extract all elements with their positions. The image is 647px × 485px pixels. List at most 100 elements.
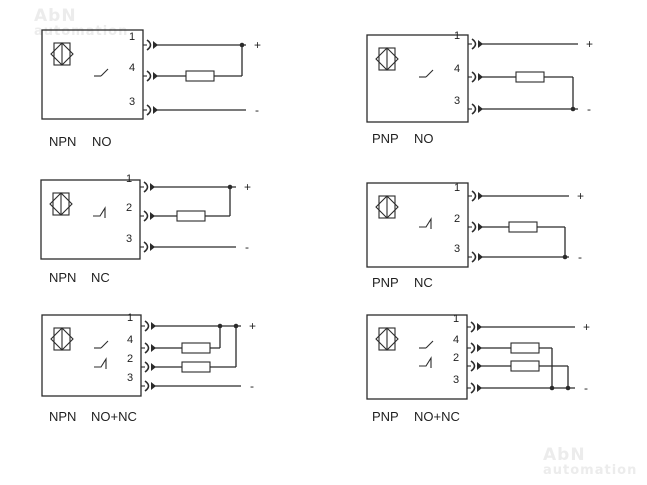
connector-cup-icon xyxy=(471,190,477,202)
nc-contact-icon xyxy=(93,206,106,218)
no-contact-blade xyxy=(100,68,109,77)
connector-cup-icon xyxy=(471,38,477,50)
connector-cup-icon xyxy=(470,382,476,394)
negative-terminal: - xyxy=(245,240,249,254)
connector-cup-icon xyxy=(470,360,476,372)
contact-type-label: NC xyxy=(414,275,433,290)
connector-cup-icon xyxy=(143,241,149,253)
load-resistor xyxy=(510,342,540,354)
nc-contact-icon xyxy=(419,217,432,229)
connector-cup-icon xyxy=(144,361,150,373)
junction-dot xyxy=(227,184,233,190)
positive-terminal: + xyxy=(583,320,590,334)
positive-terminal: + xyxy=(586,37,593,51)
connector-cup-icon xyxy=(146,70,152,82)
connector-cup-icon xyxy=(470,321,476,333)
nc-contact-icon xyxy=(94,357,107,369)
watermark-subtitle: automation xyxy=(543,463,638,478)
pin-number: 4 xyxy=(453,334,459,346)
load-resistor xyxy=(510,360,540,372)
output-type-label: NPN xyxy=(49,270,76,285)
negative-terminal: - xyxy=(255,103,259,117)
resistor-gap xyxy=(511,343,539,353)
no-contact-blade xyxy=(100,340,109,349)
pin-number: 2 xyxy=(454,213,460,225)
junction-dot xyxy=(565,385,571,391)
pin-number: 2 xyxy=(126,202,132,214)
pin-number: 2 xyxy=(127,353,133,365)
connector-cup-icon xyxy=(146,104,152,116)
pin-number: 3 xyxy=(453,374,459,386)
connector-cup-icon xyxy=(146,39,152,51)
positive-terminal: + xyxy=(249,319,256,333)
load-resistor xyxy=(185,70,215,82)
positive-terminal: + xyxy=(254,38,261,52)
junction-dot xyxy=(239,42,245,48)
resistor-gap xyxy=(182,362,210,372)
sensor-body xyxy=(41,314,142,397)
pin-number: 1 xyxy=(126,173,132,185)
load-resistor xyxy=(508,221,538,233)
no-contact-blade xyxy=(425,69,434,78)
no-contact-blade xyxy=(425,340,434,349)
wiring-diagram-npn-no: 1 4 3 + - NPN NO xyxy=(41,29,261,149)
resistor-gap xyxy=(177,211,205,221)
watermark-top-left: AbN automation xyxy=(34,6,129,39)
load-resistor xyxy=(181,342,211,354)
connector-cup-icon xyxy=(471,251,477,263)
junction-dot xyxy=(217,323,223,329)
connector-cup-icon xyxy=(144,380,150,392)
pin-number: 1 xyxy=(129,31,135,43)
connector-cup-icon xyxy=(470,342,476,354)
watermark-bottom-right: AbN automation xyxy=(543,445,638,478)
sensor-body xyxy=(366,182,469,268)
watermark-title: AbN xyxy=(34,6,77,26)
connector-cup-icon xyxy=(471,221,477,233)
contact-type-label: NO+NC xyxy=(91,409,137,424)
output-type-label: NPN xyxy=(49,409,76,424)
pin-number: 1 xyxy=(454,182,460,194)
pin-number: 3 xyxy=(127,372,133,384)
resistor-gap xyxy=(516,72,544,82)
pin-number: 2 xyxy=(453,352,459,364)
output-type-label: NPN xyxy=(49,134,76,149)
output-type-label: PNP xyxy=(372,131,399,146)
pin-number: 4 xyxy=(127,334,133,346)
contact-type-label: NO xyxy=(92,134,112,149)
contact-type-label: NO+NC xyxy=(414,409,460,424)
pin-number: 4 xyxy=(129,62,135,74)
watermark-subtitle: automation xyxy=(34,24,129,39)
pin-number: 3 xyxy=(129,96,135,108)
pin-number: 3 xyxy=(454,243,460,255)
contact-type-label: NC xyxy=(91,270,110,285)
contact-type-label: NO xyxy=(414,131,434,146)
connector-cup-icon xyxy=(471,103,477,115)
pin-number: 3 xyxy=(454,95,460,107)
watermark-title: AbN xyxy=(543,445,586,465)
sensor-body xyxy=(41,29,144,120)
connector-cup-icon xyxy=(471,71,477,83)
junction-dot xyxy=(570,106,576,112)
resistor-gap xyxy=(186,71,214,81)
pin-number: 1 xyxy=(453,313,459,325)
connector-cup-icon xyxy=(144,342,150,354)
sensor-body xyxy=(40,179,141,260)
load-resistor xyxy=(181,361,211,373)
junction-dot xyxy=(549,385,555,391)
load-resistor xyxy=(176,210,206,222)
load-resistor xyxy=(515,71,545,83)
resistor-gap xyxy=(511,361,539,371)
pin-number: 4 xyxy=(454,63,460,75)
sensor-body xyxy=(366,34,469,123)
nc-contact-icon xyxy=(419,356,432,368)
sensor-body xyxy=(366,314,468,400)
pin-number: 3 xyxy=(126,233,132,245)
negative-terminal: - xyxy=(584,381,588,395)
connector-cup-icon xyxy=(143,210,149,222)
